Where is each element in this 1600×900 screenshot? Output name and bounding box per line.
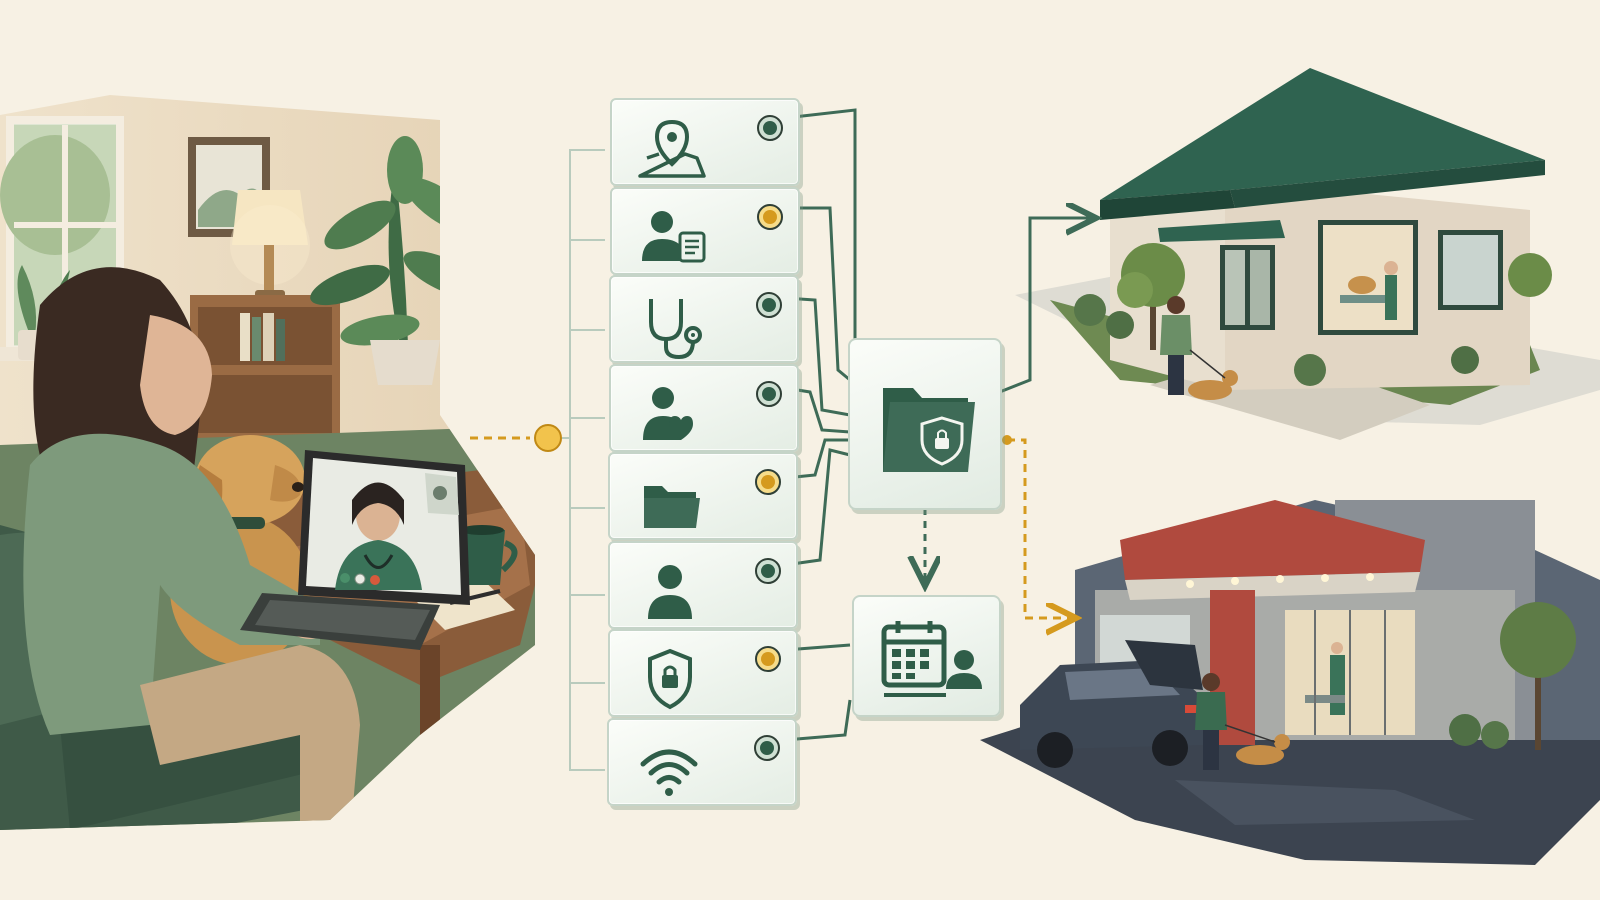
tablet-video-call <box>240 450 470 650</box>
clinic-roof <box>1100 68 1545 200</box>
secure-records-hub[interactable] <box>848 338 1002 510</box>
service-tile[interactable] <box>608 452 799 540</box>
status-dot-gold <box>754 646 781 672</box>
secure-records-folder-icon <box>883 388 975 472</box>
person-walking-dog <box>1160 296 1238 400</box>
tree <box>1117 243 1185 350</box>
wifi-icon <box>640 749 698 796</box>
home-telehealth-scene <box>0 85 560 840</box>
status-dot-green <box>755 557 781 584</box>
service-tile[interactable] <box>610 98 800 186</box>
status-dot-green <box>754 734 781 761</box>
woman-on-video-call <box>23 267 360 830</box>
coffee-mug <box>460 530 505 585</box>
shield-lock-icon <box>647 648 692 710</box>
service-tile[interactable] <box>608 540 798 629</box>
service-tile[interactable] <box>609 275 800 363</box>
status-dot-green <box>755 380 782 407</box>
emergency-hospital-scene <box>975 480 1600 880</box>
service-tile[interactable] <box>607 717 798 806</box>
service-tile[interactable] <box>609 186 800 275</box>
folder-icon <box>644 486 701 528</box>
user-icon <box>648 564 692 619</box>
suv-car <box>1020 640 1205 768</box>
person-walking-dog <box>1195 673 1290 770</box>
patient-care-icon <box>642 386 693 440</box>
lamp <box>232 190 308 245</box>
stethoscope-icon <box>649 299 703 360</box>
status-dot-green <box>757 115 783 141</box>
service-tile[interactable] <box>608 363 799 452</box>
map-pin-icon <box>638 119 706 178</box>
primary-care-clinic-scene <box>1010 60 1600 460</box>
service-tile[interactable] <box>607 629 798 717</box>
status-dot-gold <box>755 469 782 495</box>
calendar-appointment-icon <box>881 621 982 697</box>
status-dot-gold <box>756 203 783 230</box>
tree <box>1500 602 1576 750</box>
vet-credential-icon <box>641 210 706 262</box>
appointment-hub[interactable] <box>852 595 1001 717</box>
entrance-canopy <box>1120 500 1425 580</box>
status-dot-green <box>756 292 783 318</box>
